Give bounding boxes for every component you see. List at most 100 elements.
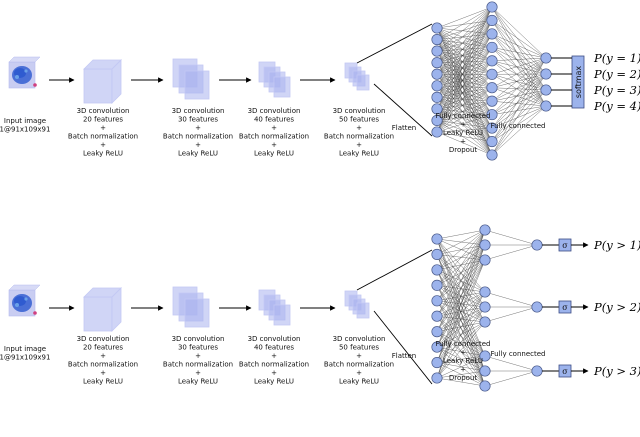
bottom-fc1-label-line: Dropout — [449, 374, 478, 382]
bottom-conv3-label-line: 40 features — [254, 344, 294, 352]
edge — [436, 20, 493, 98]
edge — [436, 229, 486, 271]
edge — [436, 50, 493, 61]
top-input-image-marker — [33, 83, 37, 87]
edge — [436, 33, 493, 75]
bottom-fc-hidden-neuron — [479, 254, 491, 266]
edge — [436, 114, 493, 133]
sigma-label: σ — [562, 241, 568, 250]
edge — [436, 101, 493, 110]
edge — [436, 370, 486, 379]
edge — [436, 62, 493, 102]
sigma-label: σ — [562, 303, 568, 312]
edge — [436, 85, 493, 156]
edge — [436, 20, 493, 121]
top-fc-hidden-neuron — [486, 82, 498, 94]
top-conv1-label-line: 3D convolution — [77, 107, 130, 115]
edge — [484, 229, 538, 246]
edge — [436, 101, 493, 121]
edge — [436, 39, 493, 61]
edge — [436, 27, 493, 75]
top-fc-input-neuron — [431, 45, 443, 57]
top-conv4-label-line: Batch normalization — [324, 133, 394, 141]
top-fc-hidden-neuron — [486, 149, 498, 161]
edge — [436, 254, 486, 357]
edge — [436, 74, 493, 102]
edge — [436, 20, 493, 75]
edge — [436, 47, 493, 86]
edge — [436, 238, 486, 357]
edge — [436, 60, 493, 110]
top-fc-hidden-neuron — [486, 55, 498, 67]
bottom-conv2-label-line: + — [195, 369, 201, 377]
top-conv1-label-line: 20 features — [83, 116, 123, 124]
edge — [436, 229, 486, 332]
edge — [484, 355, 538, 372]
edge — [491, 105, 547, 115]
top-fc-output-neuron — [540, 84, 552, 96]
edge — [436, 87, 493, 133]
bottom-fc-input-neuron — [431, 341, 443, 353]
bottom-conv1-label-line: Batch normalization — [68, 361, 138, 369]
edge — [436, 97, 493, 102]
bottom-conv4-label-line: + — [356, 352, 362, 360]
bottom-fc-hidden-neuron — [479, 316, 491, 328]
edge — [436, 33, 493, 133]
edge — [436, 285, 486, 357]
bottom-conv1-label-line: + — [100, 352, 106, 360]
edge — [436, 47, 493, 133]
edge — [436, 85, 493, 115]
top-input-image-top — [8, 56, 41, 63]
top-conv3-label-line: Batch normalization — [239, 133, 309, 141]
bottom-fc-hidden-neuron — [479, 239, 491, 251]
edge — [491, 57, 547, 115]
top-flatten-line-upper — [356, 23, 433, 64]
bottom-conv4-label-line: Batch normalization — [324, 361, 394, 369]
connection-edges — [436, 6, 547, 387]
top-fc1-label-line: Leaky ReLU — [443, 129, 483, 137]
edge — [491, 89, 547, 142]
edge — [436, 331, 486, 372]
edge — [491, 57, 547, 88]
edge — [436, 355, 486, 379]
sigma-label: σ — [562, 367, 568, 376]
bottom-fc-hidden-neuron — [479, 301, 491, 313]
bottom-fc-input-neuron — [431, 264, 443, 276]
edge — [436, 74, 493, 129]
edge — [436, 6, 493, 40]
bottom-conv1-label-line: Leaky ReLU — [83, 378, 123, 386]
edge — [436, 47, 493, 121]
bottom-fc-input-neuron — [431, 310, 443, 322]
edge — [436, 39, 493, 48]
top-conv4-label-line: 3D convolution — [333, 107, 386, 115]
top-fc-input-neuron — [431, 34, 443, 46]
bottom-fc-hidden-neuron — [479, 286, 491, 298]
edge — [436, 27, 493, 35]
edge — [436, 60, 493, 86]
edge — [436, 238, 486, 261]
edge — [436, 321, 486, 379]
edge — [436, 6, 493, 52]
edge — [491, 20, 547, 59]
edge — [436, 131, 493, 142]
edge — [491, 57, 547, 129]
edge — [436, 62, 493, 142]
top-conv2-label-line: 3D convolution — [172, 107, 225, 115]
edge — [484, 370, 538, 387]
edge — [436, 6, 493, 98]
top-fc-output-neuron — [540, 52, 552, 64]
bottom-input-image-spot — [15, 303, 19, 307]
bottom-conv2-label-line: + — [195, 352, 201, 360]
bottom-cube-1 — [83, 287, 122, 332]
edge — [436, 97, 493, 156]
edge — [436, 108, 493, 115]
edge — [436, 74, 493, 121]
edge — [436, 20, 493, 29]
edge — [436, 114, 493, 121]
edge — [436, 85, 493, 129]
top-conv4-label-line: + — [356, 124, 362, 132]
top-conv1-label-line: + — [100, 124, 106, 132]
bottom-fc1-label-line: Fully connected — [436, 340, 491, 348]
edge — [491, 57, 547, 102]
